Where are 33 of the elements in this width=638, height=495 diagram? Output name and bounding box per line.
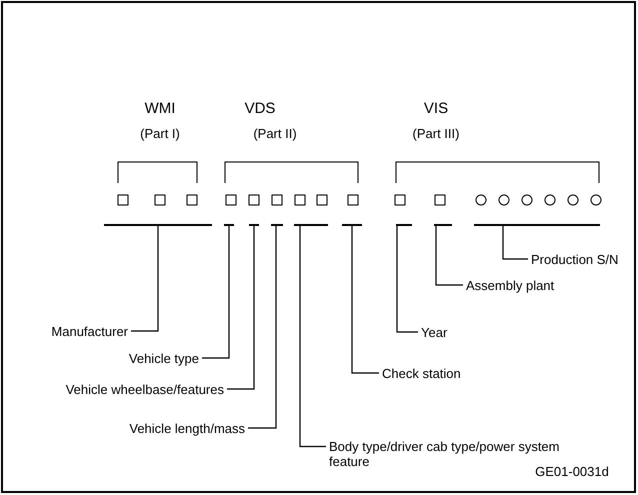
- section-subheading: (Part III): [412, 126, 460, 141]
- underline-segment: [271, 224, 283, 226]
- leader-line: [131, 226, 159, 332]
- section-heading: WMI: [144, 101, 176, 116]
- leader-line: [502, 226, 528, 260]
- callout-label: Assembly plant: [466, 278, 554, 292]
- underline-segment: [224, 224, 234, 226]
- leader-line: [299, 226, 326, 448]
- leader-line: [248, 226, 277, 429]
- leader-line: [202, 226, 230, 359]
- figure-code: GE01-0031d: [535, 464, 609, 479]
- underline-segment: [474, 224, 600, 226]
- underline-segment: [294, 224, 328, 226]
- leader-line: [227, 226, 255, 390]
- section-heading: VIS: [424, 101, 448, 116]
- underline-segment: [342, 224, 362, 226]
- section-subheading: (Part II): [253, 126, 297, 141]
- callout-label: Vehicle length/mass: [129, 420, 245, 436]
- section-subheading: (Part I): [140, 126, 180, 141]
- leader-line: [351, 226, 379, 374]
- callout-label: Check station: [382, 366, 461, 380]
- callout-label: Manufacturer: [51, 324, 128, 338]
- underline-segment: [249, 224, 259, 226]
- leader-line: [396, 226, 418, 333]
- callout-label: Year: [421, 324, 448, 340]
- underline-segment: [396, 224, 412, 226]
- callout-label: Production S/N: [531, 252, 618, 266]
- section-heading: VDS: [244, 101, 276, 116]
- leader-line: [435, 226, 463, 286]
- underline-segment: [434, 224, 452, 226]
- callout-label: Vehicle wheelbase/features: [66, 382, 224, 396]
- callout-label: Vehicle type: [128, 350, 199, 366]
- underline-segment: [104, 224, 212, 226]
